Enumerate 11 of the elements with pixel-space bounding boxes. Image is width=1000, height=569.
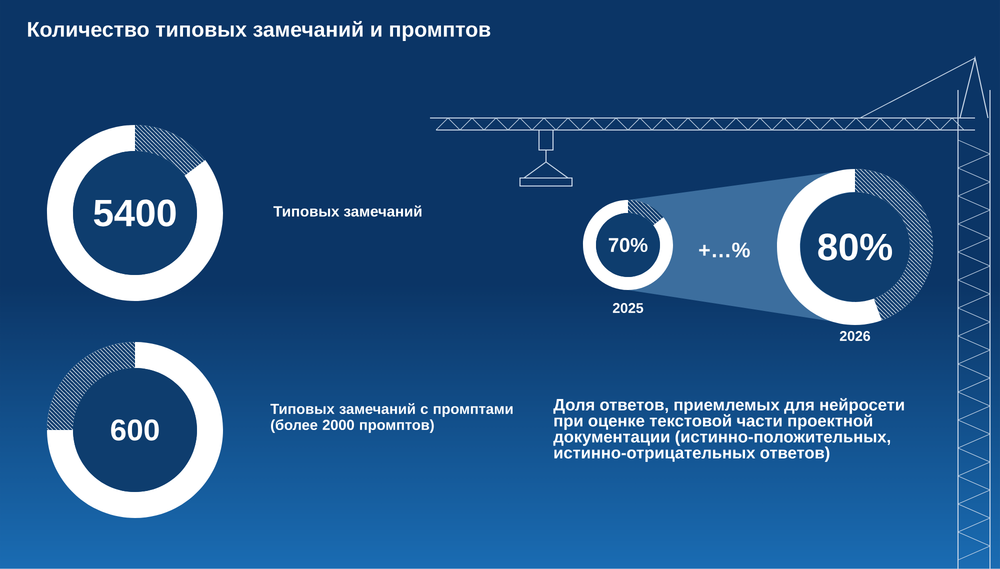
donut-chart: 80% (800, 192, 910, 302)
year-label: 2025 (612, 303, 644, 313)
donut-chart: 600 (73, 368, 197, 492)
growth-label: +…% (699, 242, 750, 258)
description-text: Доля ответов, приемлемых для нейросети при оценке текстовой части проектной документации (истинно-положительных, истинно-отрицательных ответов) (553, 398, 904, 462)
year-label: 2026 (840, 331, 870, 341)
caption-text: Типовых замечаний (273, 205, 422, 217)
slide-title: Количество типовых замечаний и промптов (28, 21, 490, 42)
caption-text: Типовых замечаний с промптами (более 2000 промптов) (270, 403, 513, 433)
donut-chart: 70% (596, 213, 660, 277)
donut-chart: 5400 (73, 151, 197, 275)
